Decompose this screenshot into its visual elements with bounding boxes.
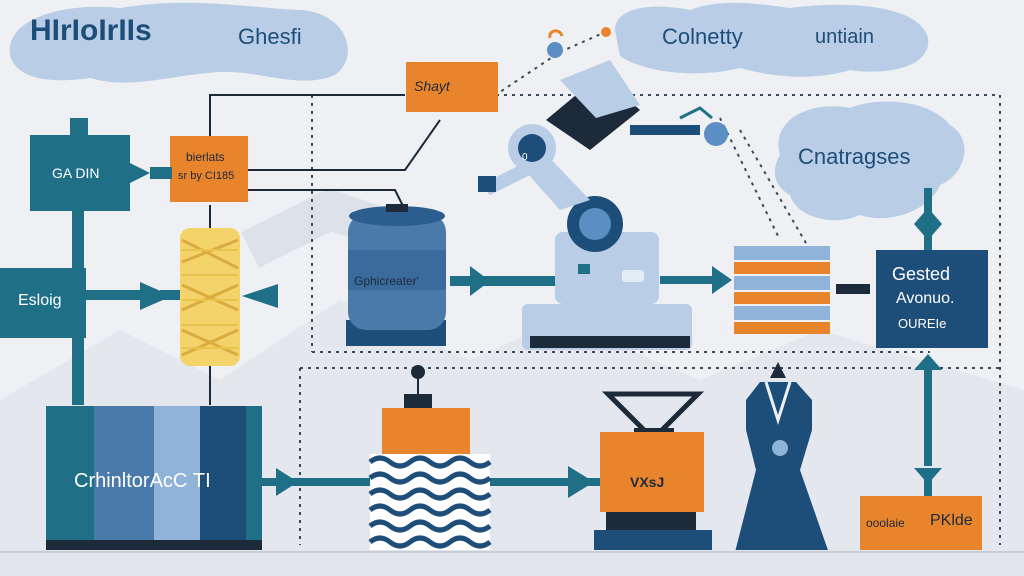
- gested-pipe-top: [924, 188, 932, 250]
- esloig-connector: [86, 290, 146, 300]
- cloud-right-label-b: untiain: [815, 26, 874, 48]
- bierlats-box: [170, 136, 248, 202]
- cloud-right-icon: [615, 2, 929, 77]
- cloud-left-icon: [9, 2, 348, 83]
- fabric-stack: [734, 246, 830, 334]
- ground: [0, 550, 1024, 576]
- cylinder-bank-label: CrhinltorAcС ТI: [74, 470, 211, 492]
- cloud-mid-right-icon: [774, 101, 965, 221]
- stack-connector: [836, 284, 870, 294]
- gested-box: [876, 250, 988, 348]
- mannequin-icon: [734, 362, 830, 556]
- arrow-icon: [242, 284, 278, 308]
- diamond-icon: [140, 282, 172, 310]
- ga-din-cap: [70, 118, 88, 136]
- press-label: VXsJ: [630, 474, 665, 490]
- robot-arm-icon: [478, 27, 728, 350]
- cloud-mid-right-label: Cnatragses: [798, 144, 911, 169]
- robot-badge: 0: [522, 152, 528, 163]
- esloig-box: [0, 268, 86, 338]
- cloud-right-label-a: Colnetty: [662, 24, 743, 49]
- bierlats-label-1: bierlats: [186, 150, 225, 164]
- pklde-box: [922, 496, 982, 554]
- press-icon: [594, 391, 712, 554]
- esloig-label: Esloig: [18, 292, 62, 309]
- barrel-label: Gphicreater': [354, 274, 419, 288]
- wave-stack: [368, 365, 492, 550]
- esloig-link: [160, 290, 182, 300]
- pklde-label: PKlde: [930, 512, 973, 529]
- gested-label-1: Gested: [892, 264, 951, 284]
- cloud-left-title: HIrIoIrIIs: [30, 14, 152, 47]
- gested-label-2: Avonuo.: [896, 290, 955, 307]
- arrow-icon: [450, 266, 570, 296]
- barrel-icon: [346, 204, 446, 346]
- shayt-box: [406, 62, 498, 112]
- cloud-left-subtitle: Ghesfi: [238, 24, 302, 49]
- ga-din-connector: [150, 167, 172, 179]
- ga-din-label: GA DIN: [52, 165, 100, 181]
- bierlats-label-2: sr by CI185: [178, 170, 235, 182]
- gested-label-3: OUREIe: [898, 316, 947, 331]
- arrow-icon: [660, 266, 732, 294]
- ooolaie-box: [860, 496, 922, 554]
- shayt-label: Shayt: [414, 78, 450, 94]
- ooolaie-label: ooolaie: [866, 516, 905, 530]
- ga-din-box: [30, 135, 130, 211]
- spool-icon: [180, 228, 240, 366]
- gested-pipe-bottom: [914, 354, 942, 496]
- arrow-icon: [130, 163, 150, 183]
- cylinder-bank: [46, 406, 262, 552]
